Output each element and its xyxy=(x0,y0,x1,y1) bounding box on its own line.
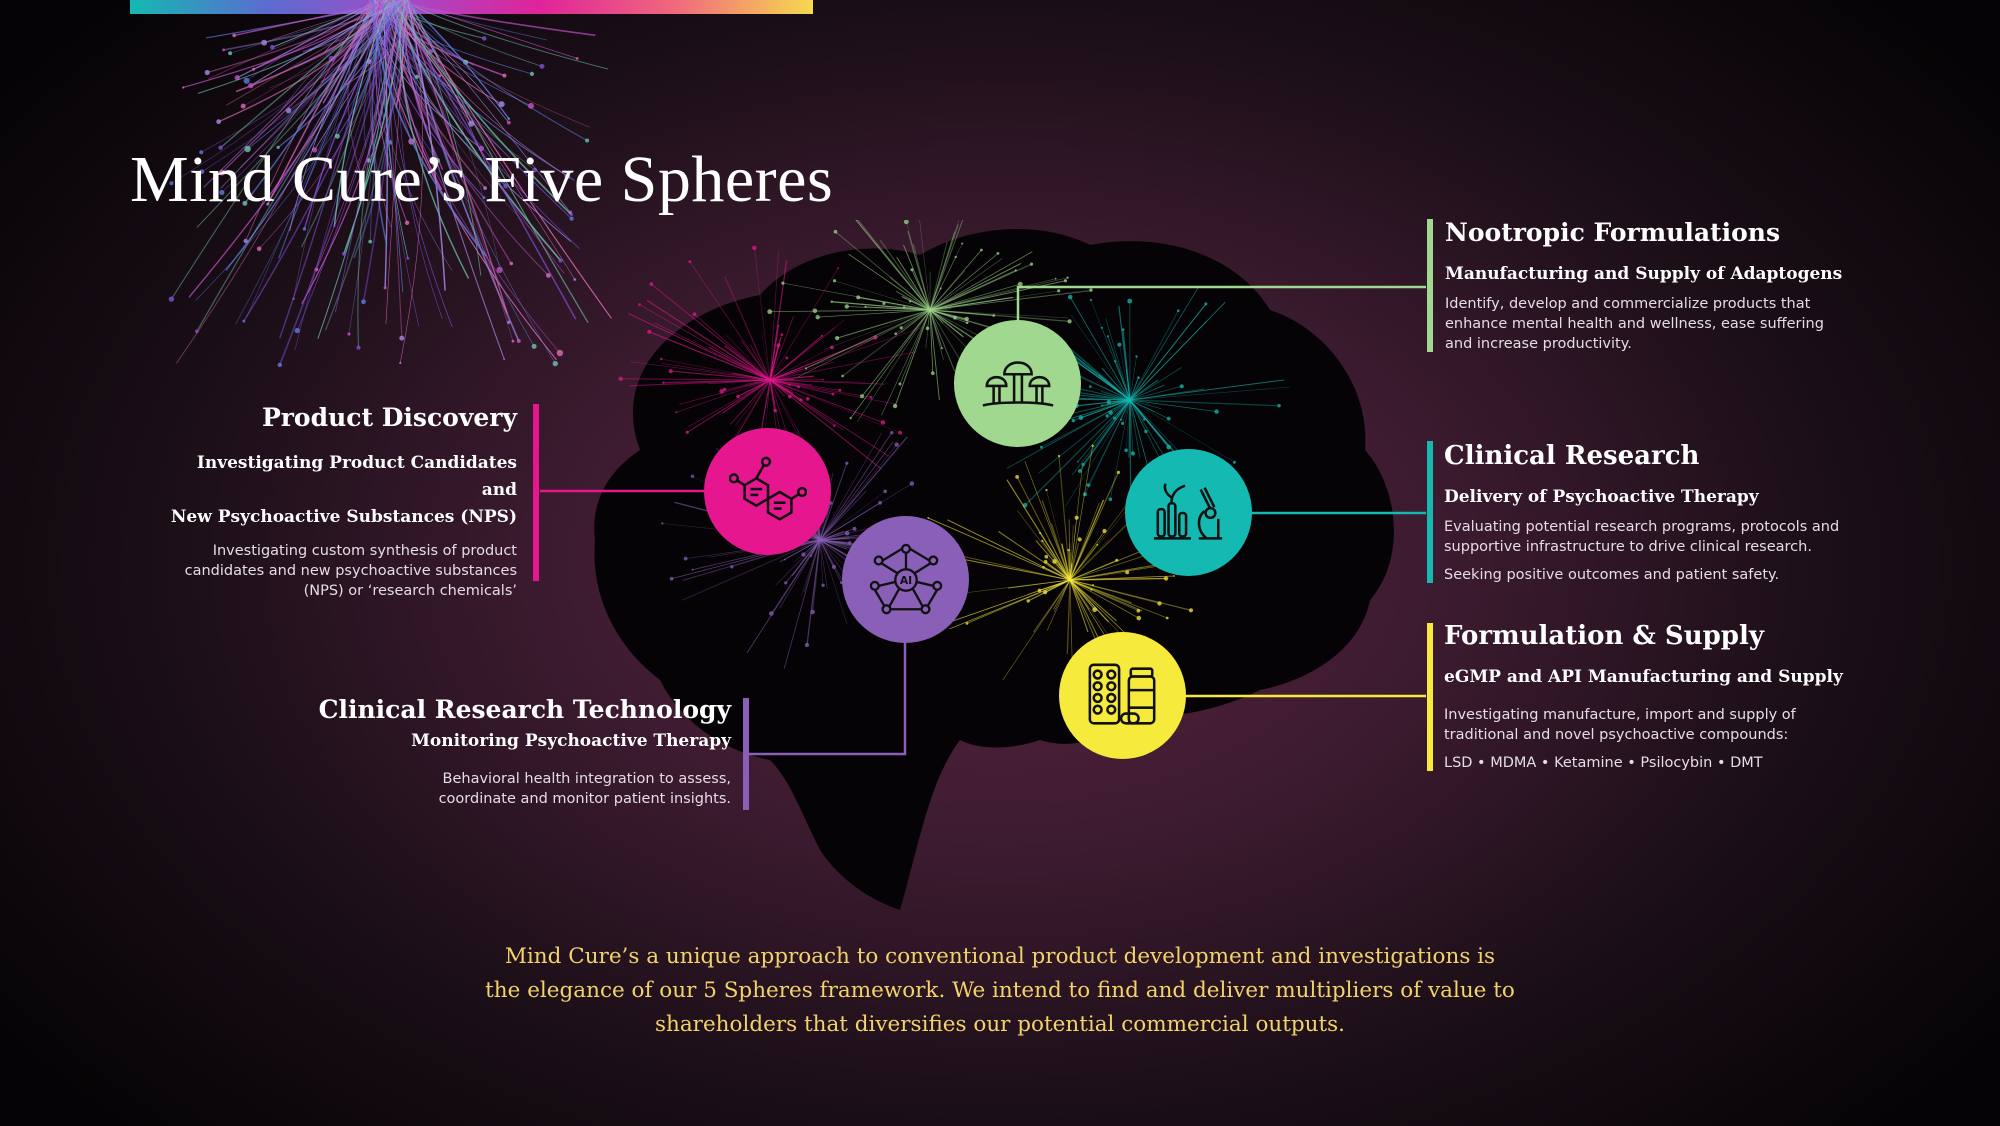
technology-body-line1: Behavioral health integration to assess, xyxy=(442,771,731,787)
nootropic-subheading: Manufacturing and Supply of Adaptogens xyxy=(1445,264,1843,284)
clinical-research-accent-bar xyxy=(1427,441,1433,583)
lab-microscope-icon xyxy=(1153,482,1222,540)
formulation-compounds-list: LSD • MDMA • Ketamine • Psilocybin • DMT xyxy=(1444,755,1763,771)
product-discovery-body-line2: candidates and new psychoactive substanc… xyxy=(184,563,517,579)
nootropic-heading: Nootropic Formulations xyxy=(1445,218,1781,247)
ai-icon-label: AI xyxy=(899,573,911,586)
product-discovery-subheading-line1: Investigating Product Candidates and xyxy=(196,453,517,500)
technology-body-line2: coordinate and monitor patient insights. xyxy=(438,791,731,807)
pills-icon xyxy=(1088,663,1155,725)
product-discovery-accent-bar xyxy=(533,404,539,581)
clinical-research-circle xyxy=(1125,449,1252,576)
technology-accent-bar xyxy=(743,698,749,810)
technology-subheading: Monitoring Psychoactive Therapy xyxy=(411,731,731,751)
technology-block: Clinical Research Technology Monitoring … xyxy=(260,692,731,809)
nootropic-body-line1: Identify, develop and commercialize prod… xyxy=(1445,296,1811,312)
ai-network-icon: AI xyxy=(869,543,942,614)
clinical-research-body-line2: supportive infrastructure to drive clini… xyxy=(1444,539,1812,555)
product-discovery-block: Product Discovery Investigating Product … xyxy=(160,400,517,601)
footer-line2: the elegance of our 5 Spheres framework.… xyxy=(485,978,1515,1003)
formulation-circle xyxy=(1059,632,1186,759)
clinical-research-body-line1: Evaluating potential research programs, … xyxy=(1444,519,1840,535)
formulation-heading: Formulation & Supply xyxy=(1444,621,1764,651)
product-discovery-heading: Product Discovery xyxy=(261,403,517,432)
roots-network-decoration xyxy=(168,0,612,368)
formulation-accent-bar xyxy=(1427,623,1433,771)
technology-heading: Clinical Research Technology xyxy=(318,695,731,724)
clinical-research-heading: Clinical Research xyxy=(1444,441,1700,471)
formulation-body-line2: traditional and novel psychoactive compo… xyxy=(1444,727,1789,743)
product-discovery-body-line3: (NPS) or ‘research chemicals’ xyxy=(303,583,517,599)
mushroom-icon xyxy=(982,360,1053,407)
nootropic-body-line2: enhance mental health and wellness, ease… xyxy=(1445,316,1824,332)
clinical-research-block: Clinical Research Delivery of Psychoacti… xyxy=(1444,438,1964,585)
nootropic-accent-bar xyxy=(1427,219,1433,352)
molecule-icon xyxy=(728,456,807,521)
top-gradient-bar xyxy=(130,0,813,14)
clinical-research-body-line3: Seeking positive outcomes and patient sa… xyxy=(1444,567,1780,583)
footer-statement: Mind Cure’s a unique approach to convent… xyxy=(450,940,1550,1042)
nootropic-block: Nootropic Formulations Manufacturing and… xyxy=(1445,215,1925,354)
clinical-research-subheading: Delivery of Psychoactive Therapy xyxy=(1444,487,1759,507)
product-discovery-body-line1: Investigating custom synthesis of produc… xyxy=(212,543,517,559)
nootropic-body-line3: and increase productivity. xyxy=(1445,336,1632,352)
product-discovery-circle xyxy=(704,428,831,555)
product-discovery-subheading-line2: New Psychoactive Substances (NPS) xyxy=(170,507,517,527)
page-title: Mind Cure’s Five Spheres xyxy=(130,143,834,216)
formulation-block: Formulation & Supply eGMP and API Manufa… xyxy=(1444,618,1964,773)
formulation-body-line1: Investigating manufacture, import and su… xyxy=(1444,707,1796,723)
footer-line1: Mind Cure’s a unique approach to convent… xyxy=(504,944,1496,969)
technology-circle: AI xyxy=(842,516,969,643)
nootropic-circle xyxy=(954,320,1081,447)
formulation-subheading: eGMP and API Manufacturing and Supply xyxy=(1444,667,1843,687)
footer-line3: shareholders that diversifies our potent… xyxy=(654,1012,1346,1037)
